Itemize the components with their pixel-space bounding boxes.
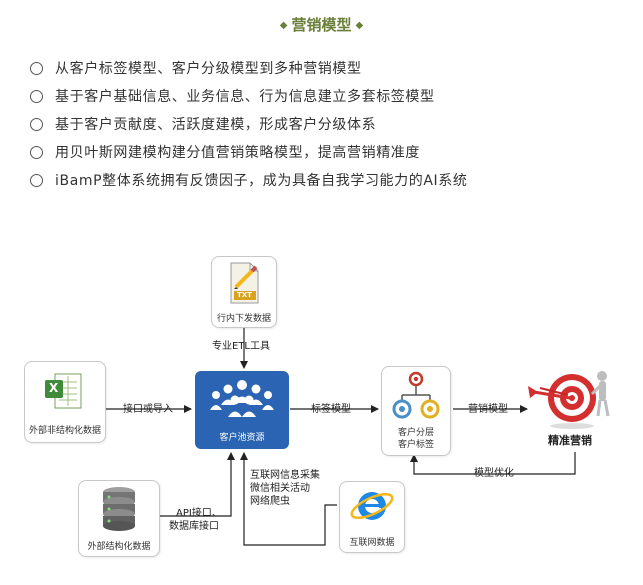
list-item: 从客户标签模型、客户分级模型到多种营销模型	[30, 54, 467, 82]
edge-label-api-line1: API接口、	[176, 508, 222, 519]
edge-web	[240, 452, 337, 546]
node-caption: 互联网数据	[349, 538, 395, 548]
list-item: 基于客户贡献度、活跃度建模，形成客户分级体系	[30, 110, 467, 138]
edge-label-web-line1: 互联网信息采集	[250, 470, 320, 481]
list-item: iBamP整体系统拥有反馈因子，成为具备自我学习能力的AI系统	[30, 166, 467, 194]
node-caption: 外部结构化数据	[87, 542, 151, 552]
node-segmentation: 客户分层 客户标签	[381, 366, 451, 456]
node-internal-data: TXT 行内下发数据	[211, 256, 277, 328]
edge-label-marketing-model: 营销模型	[468, 404, 508, 415]
excel-icon-label: X	[49, 381, 59, 395]
node-structured-data: 外部结构化数据	[78, 480, 160, 557]
list-item: 基于客户基础信息、业务信息、行为信息建立多套标签模型	[30, 82, 467, 110]
edge-label-api-line2: 数据库接口	[169, 521, 219, 532]
txt-file-icon	[230, 262, 259, 304]
node-unstructured-data: X 外部非结构化数据	[24, 361, 106, 443]
target-arrow-icon	[528, 371, 610, 429]
title-text: 营销模型	[291, 16, 352, 34]
node-customer-pool: 客户池资源	[195, 371, 289, 449]
edge-label-import: 接口或导入	[123, 404, 173, 415]
section-title: ◆营销模型◆	[0, 14, 643, 35]
node-caption: 行内下发数据	[216, 314, 271, 324]
node-caption: 外部非结构化数据	[28, 426, 101, 436]
segmentation-tree-icon	[392, 371, 440, 419]
bullet-circle-icon	[30, 117, 43, 131]
people-group-icon	[210, 380, 274, 417]
database-icon	[103, 487, 135, 531]
edge-label-web-line3: 网络爬虫	[250, 496, 290, 507]
bullet-circle-icon	[30, 173, 43, 187]
node-precise-marketing-label: 精准营销	[548, 434, 592, 447]
excel-file-icon	[45, 373, 82, 409]
feature-list: 从客户标签模型、客户分级模型到多种营销模型 基于客户基础信息、业务信息、行为信息…	[30, 54, 467, 194]
edge-api	[156, 452, 235, 517]
edge-optimize	[410, 452, 576, 475]
diamond-right-icon: ◆	[355, 20, 364, 31]
bullet-circle-icon	[30, 89, 43, 103]
internet-browser-icon	[350, 492, 394, 520]
node-caption: 客户池资源	[219, 433, 265, 443]
bullet-circle-icon	[30, 145, 43, 159]
txt-icon-label: TXT	[237, 291, 252, 299]
diamond-left-icon: ◆	[279, 20, 288, 31]
edge-label-tag-model: 标签模型	[311, 404, 351, 415]
edge-label-web-line2: 微信相关活动	[250, 483, 310, 494]
edge-label-optimize: 模型优化	[474, 468, 514, 479]
bullet-circle-icon	[30, 61, 43, 75]
list-item: 用贝叶斯网建模构建分值营销策略模型，提高营销精准度	[30, 138, 467, 166]
node-caption-line1: 客户分层	[397, 428, 434, 438]
node-internet-data: 互联网数据	[339, 481, 405, 553]
node-caption-line2: 客户标签	[397, 440, 434, 450]
edge-label-etl: 专业ETL工具	[212, 341, 270, 352]
